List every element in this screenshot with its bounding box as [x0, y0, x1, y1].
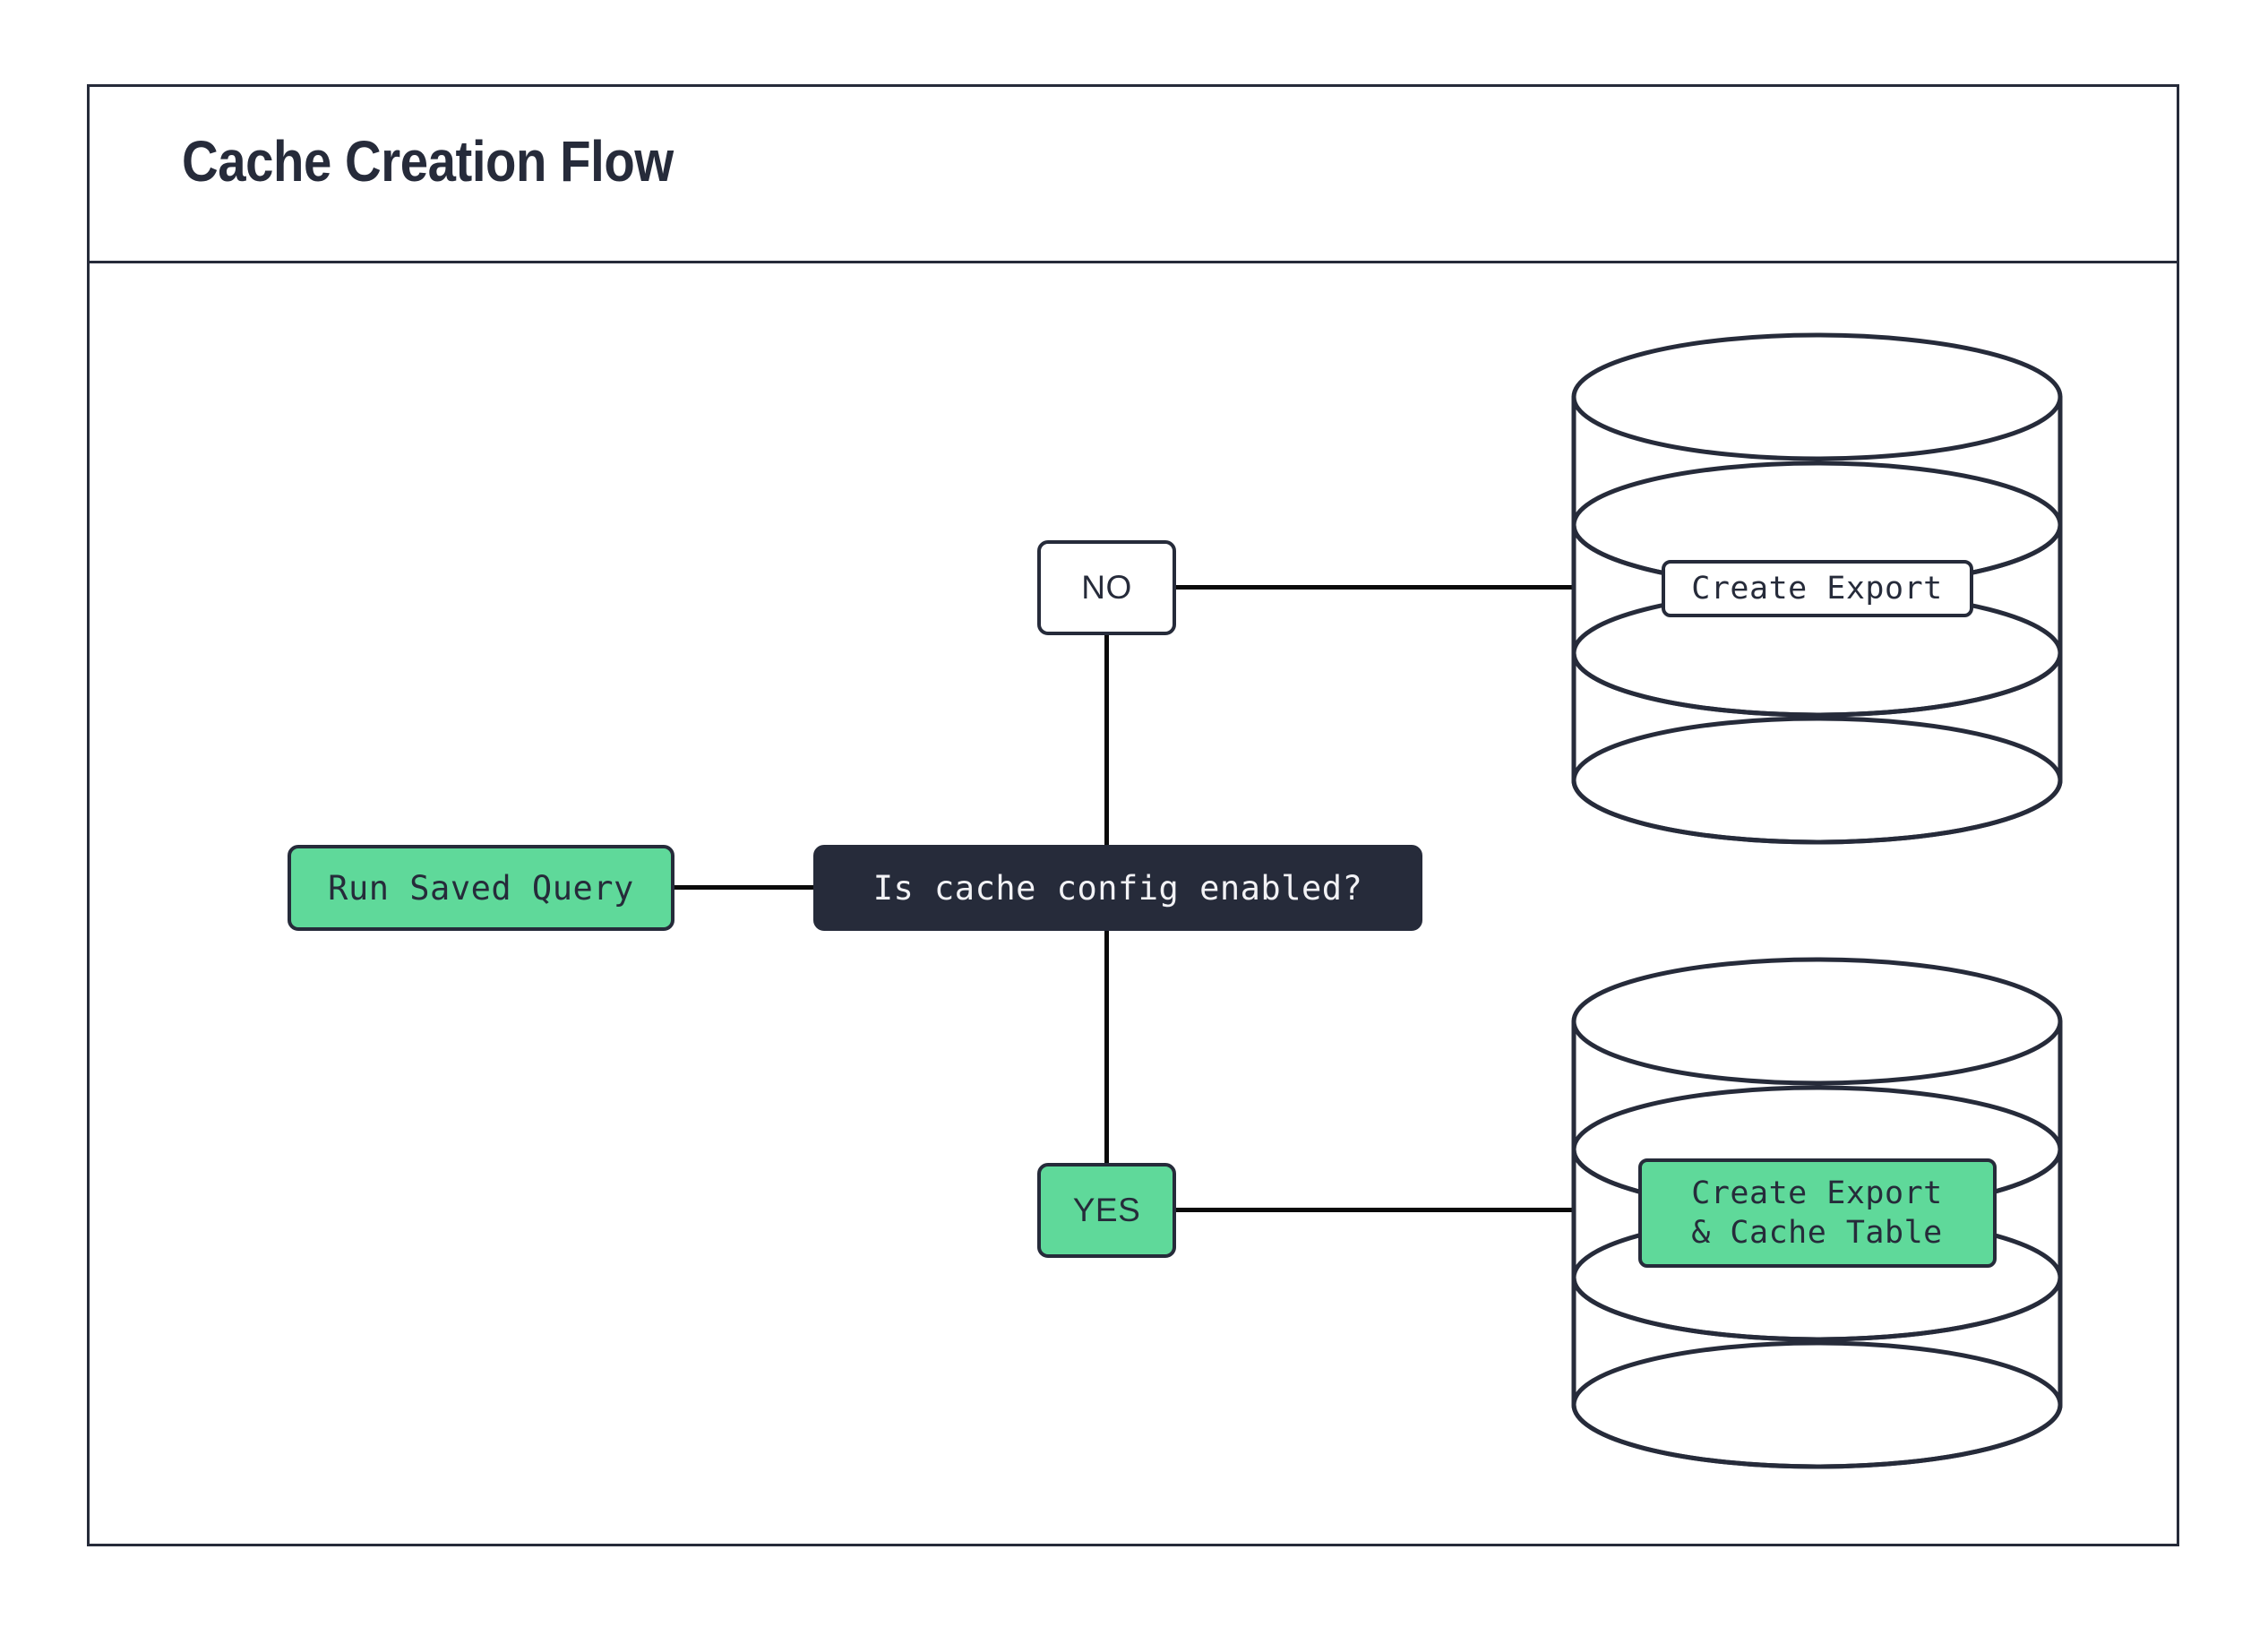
- node-decision-label: Is cache config enabled?: [872, 868, 1363, 908]
- database-bottom-label-line-2: & Cache Table: [1691, 1215, 1943, 1251]
- node-branch-yes-label: YES: [1072, 1192, 1141, 1228]
- node-decision-cache-config[interactable]: Is cache config enabled?: [813, 845, 1422, 931]
- edge-decision-to-yes: [1104, 927, 1109, 1167]
- diagram-frame: Cache Creation Flow: [87, 84, 2179, 1546]
- database-top-label-text: Create Export: [1691, 570, 1943, 607]
- edge-decision-to-no: [1104, 629, 1109, 848]
- edge-run-saved-query-to-decision: [670, 885, 818, 890]
- node-branch-no[interactable]: NO: [1037, 540, 1176, 635]
- database-top-label: Create Export: [1661, 560, 1973, 617]
- edge-yes-to-database-bottom: [1172, 1208, 1575, 1212]
- edge-no-to-database-top: [1172, 585, 1575, 590]
- node-run-saved-query-label: Run Saved Query: [328, 868, 634, 908]
- node-branch-no-label: NO: [1081, 569, 1132, 606]
- node-run-saved-query[interactable]: Run Saved Query: [288, 845, 674, 931]
- page-title: Cache Creation Flow: [182, 129, 674, 194]
- diagram-body: Create Export: [90, 263, 2177, 1544]
- database-bottom-label: Create Export & Cache Table: [1637, 1158, 1997, 1268]
- node-branch-yes[interactable]: YES: [1037, 1163, 1176, 1258]
- database-cylinder-bottom-shape: [1571, 957, 2063, 1469]
- database-cylinder-bottom: Create Export & Cache Table: [1571, 957, 2063, 1469]
- diagram-header: Cache Creation Flow: [90, 87, 2177, 263]
- database-cylinder-top: Create Export: [1571, 332, 2063, 845]
- database-bottom-label-line-1: Create Export: [1691, 1175, 1943, 1211]
